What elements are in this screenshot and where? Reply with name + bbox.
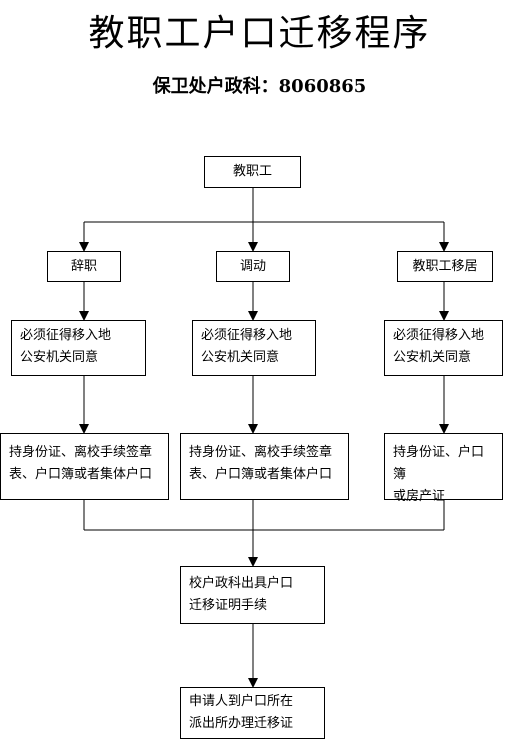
resign-documents-line-2: 表、户口簿或者集体户口	[9, 467, 153, 482]
relocate-documents-line-2: 或房产证	[393, 489, 446, 504]
relocate-requirement-line-2: 公安机关同意	[393, 350, 472, 365]
resign-requirement-node: 必须征得移入地 公安机关同意	[11, 320, 146, 376]
resign-documents-node: 持身份证、离校手续签章 表、户口簿或者集体户口	[0, 433, 169, 500]
transfer-documents-node: 持身份证、离校手续签章 表、户口簿或者集体户口	[180, 433, 349, 500]
relocate-node: 教职工移居	[397, 251, 493, 282]
final-node: 申请人到户口所在 派出所办理迁移证	[180, 687, 325, 739]
root-node: 教职工	[204, 156, 301, 188]
certificate-line-2: 迁移证明手续	[189, 598, 268, 613]
transfer-documents-line-1: 持身份证、离校手续签章	[189, 445, 333, 460]
transfer-documents-line-2: 表、户口簿或者集体户口	[189, 467, 333, 482]
relocate-node-label: 教职工移居	[412, 258, 478, 274]
transfer-requirement-node: 必须征得移入地 公安机关同意	[192, 320, 316, 376]
relocate-requirement-node: 必须征得移入地 公安机关同意	[384, 320, 503, 376]
final-line-1: 申请人到户口所在	[189, 694, 294, 709]
root-node-label: 教职工	[232, 164, 272, 179]
resign-requirement-line-1: 必须征得移入地	[20, 328, 112, 343]
certificate-line-1: 校户政科出具户口	[189, 576, 294, 591]
resign-node-label: 辞职	[70, 258, 97, 274]
transfer-node-label: 调动	[239, 258, 266, 274]
relocate-documents-line-1: 持身份证、户口簿	[393, 445, 485, 482]
transfer-requirement-line-2: 公安机关同意	[201, 350, 280, 365]
page-title: 教职工户口迁移程序	[88, 13, 431, 54]
transfer-node: 调动	[216, 251, 290, 282]
transfer-requirement-line-1: 必须征得移入地	[201, 328, 293, 343]
contact-subtitle: 保卫处户政科：8060865	[152, 76, 367, 97]
certificate-node: 校户政科出具户口 迁移证明手续	[180, 566, 325, 624]
resign-requirement-line-2: 公安机关同意	[20, 350, 99, 365]
resign-node: 辞职	[47, 251, 121, 282]
relocate-requirement-line-1: 必须征得移入地	[393, 328, 485, 343]
final-line-2: 派出所办理迁移证	[189, 716, 294, 731]
resign-documents-line-1: 持身份证、离校手续签章	[9, 445, 153, 460]
relocate-documents-node: 持身份证、户口簿 或房产证	[384, 433, 503, 504]
